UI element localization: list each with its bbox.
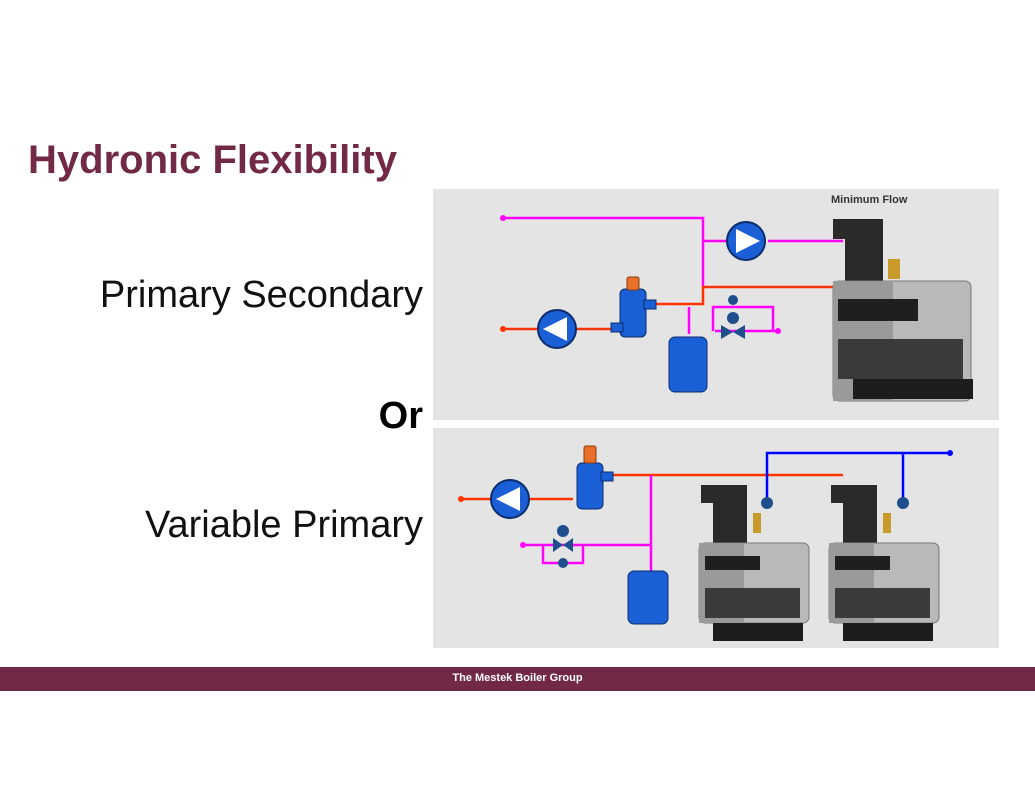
air-separator-icon — [610, 276, 657, 338]
primary-pump-icon — [537, 309, 577, 349]
mixing-valve-icon — [721, 312, 745, 339]
supply-pipes — [461, 473, 843, 501]
system-pump-icon — [490, 479, 530, 519]
slide-title: Hydronic Flexibility — [28, 138, 397, 182]
pipe-endpoint — [947, 450, 953, 456]
expansion-tank-icon — [627, 570, 669, 625]
pipe-endpoint — [775, 328, 781, 334]
primary-secondary-label: Primary Secondary — [99, 274, 423, 316]
return-pipes — [765, 451, 950, 503]
variable-primary-label: Variable Primary — [144, 504, 423, 546]
variable-primary-diagram — [433, 428, 999, 648]
pipe-endpoint — [500, 326, 506, 332]
boiler-1-icon — [698, 485, 810, 641]
footer-company-name: The Mestek Boiler Group — [452, 672, 583, 684]
expansion-tank-icon — [668, 336, 708, 393]
pipe-endpoint — [520, 542, 526, 548]
boiler-2-icon — [828, 485, 940, 641]
check-valve-icon — [728, 295, 738, 305]
minimum-flow-label: Minimum Flow — [831, 194, 908, 206]
pipe-endpoint — [458, 496, 464, 502]
air-separator-icon — [576, 445, 614, 510]
secondary-pump-icon — [726, 221, 766, 261]
pipe-endpoint — [500, 215, 506, 221]
footer-bar — [0, 667, 1035, 691]
bypass-valve-icon — [553, 525, 573, 568]
or-label: Or — [378, 395, 423, 437]
primary-secondary-diagram — [433, 189, 999, 420]
boiler-icon — [832, 219, 973, 402]
primary-loop-pipes — [503, 285, 843, 331]
